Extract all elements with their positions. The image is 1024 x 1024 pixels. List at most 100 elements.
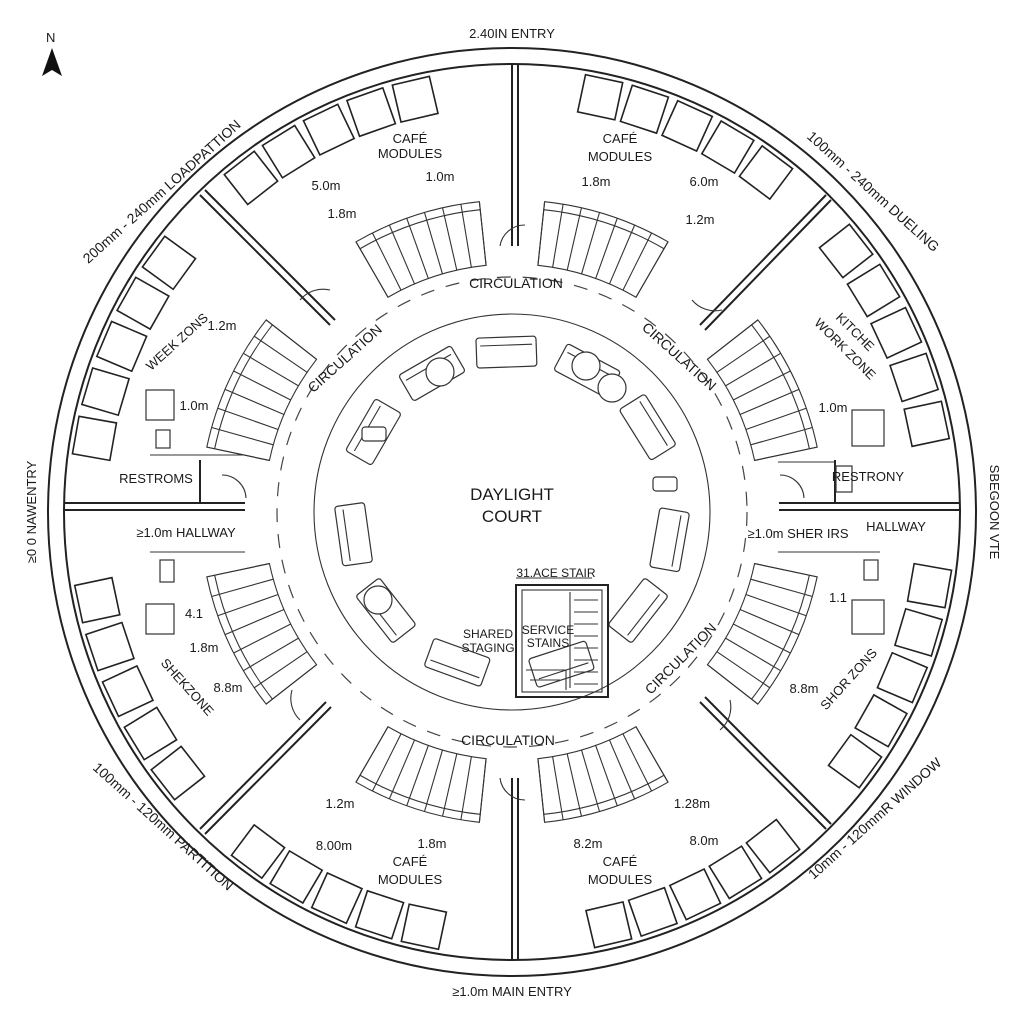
north-arrow-icon: N	[42, 30, 62, 76]
perimeter-module	[869, 306, 923, 360]
small-table	[652, 476, 678, 492]
arc-step	[622, 733, 653, 792]
dim-l-a: 1.2m	[208, 318, 237, 333]
module-box	[230, 823, 286, 880]
round-table	[597, 373, 627, 403]
service-stairs-2: STAINS	[527, 636, 569, 650]
arc-step	[206, 446, 270, 461]
perimeter-module	[906, 562, 953, 609]
dim-br-b: 8.8m	[790, 681, 819, 696]
perimeter-module	[585, 900, 633, 949]
bench-body	[475, 335, 538, 369]
module-box	[101, 664, 155, 718]
bench-body	[334, 502, 373, 567]
arc-step	[608, 224, 636, 285]
shek-zone-label: SHEKZONE	[158, 655, 217, 718]
fixtures	[145, 389, 885, 635]
dim-br-a: 1.1	[829, 590, 847, 605]
arc-step	[716, 335, 771, 373]
arc-step	[635, 726, 669, 783]
module-box	[123, 706, 178, 761]
perimeter-module	[310, 871, 364, 925]
arc-step	[371, 232, 402, 291]
dim-bl-a: 4.1	[185, 606, 203, 621]
arc-step	[745, 593, 807, 617]
court-bench	[424, 638, 491, 687]
outer-wall	[47, 47, 977, 977]
bench-line	[342, 509, 351, 562]
arc-step	[581, 212, 601, 275]
arc-step	[566, 753, 582, 817]
perimeter-module	[123, 706, 178, 761]
module-box	[115, 276, 170, 331]
dim-tr-a: 1.8m	[582, 174, 611, 189]
service-stairs-1: SERVICE	[522, 623, 574, 637]
circulation-label-bottom: CIRCULATION	[461, 732, 555, 748]
bench-body	[608, 578, 668, 643]
arc-step	[233, 623, 291, 654]
perimeter-module	[150, 745, 206, 801]
court-bench	[619, 394, 676, 461]
space-stair-label: 31.ACE STAIR	[516, 566, 595, 580]
perimeter-module	[115, 276, 170, 331]
module-box	[619, 84, 670, 135]
perimeter-module	[889, 352, 940, 403]
round-table	[571, 351, 601, 381]
arc-band-inner	[543, 774, 665, 815]
bench-line	[430, 659, 480, 679]
shared-staging-1: SHARED	[463, 627, 513, 641]
court-bench	[334, 502, 373, 567]
arc-step	[733, 623, 791, 654]
cafe-top-right-1: CAFÉ	[603, 131, 638, 146]
arc-band	[355, 201, 487, 298]
round-table	[425, 357, 455, 387]
module-box	[269, 849, 324, 905]
bench-body	[424, 638, 491, 687]
arc-step	[478, 758, 487, 823]
arc-band-inner	[543, 209, 665, 250]
arc-band-inner	[214, 324, 273, 449]
module-box	[354, 889, 405, 940]
arc-step	[265, 319, 317, 360]
module-box	[345, 86, 397, 138]
arc-step	[253, 335, 308, 373]
arc-step	[552, 204, 564, 268]
arc-step	[635, 241, 669, 298]
arc-step	[754, 563, 818, 578]
circulation-label-top-left: CIRCULATION	[304, 321, 384, 396]
restroom-right-label: RESTRONY	[832, 469, 905, 484]
module-box	[668, 867, 722, 921]
perimeter-module	[230, 823, 286, 880]
arc-step	[537, 758, 546, 823]
arc-step	[707, 664, 759, 705]
module-box	[302, 103, 356, 157]
perimeter-module	[827, 733, 883, 789]
module-box	[854, 693, 909, 748]
circulation-label-bottom-right: CIRCULATION	[642, 620, 720, 698]
hallway-left-label: ≥1.0m HALLWAY	[136, 525, 236, 540]
service-stair	[515, 577, 609, 698]
perimeter-module	[302, 103, 356, 157]
dim-bbl-c: 1.8m	[418, 836, 447, 851]
restrooms-left-label: RESTROMS	[119, 471, 193, 486]
arc-step	[725, 637, 781, 672]
perimeter-module	[391, 75, 439, 124]
perimeter-module	[660, 99, 714, 153]
module-box	[660, 99, 714, 153]
arc-step	[253, 651, 308, 689]
module-box	[80, 366, 131, 417]
arc-step	[739, 388, 800, 416]
arc-step	[750, 578, 813, 598]
module-box	[893, 607, 944, 658]
arc-step	[745, 407, 807, 431]
bench-body	[619, 394, 676, 461]
module-box	[708, 845, 763, 900]
perimeter-module	[141, 235, 197, 291]
module-box	[391, 75, 439, 124]
perimeter-module	[345, 86, 397, 138]
radial-partitions	[64, 64, 960, 960]
hallway-right-label: HALLWAY	[866, 519, 926, 534]
court-furniture	[334, 335, 690, 688]
module-box	[700, 119, 755, 175]
